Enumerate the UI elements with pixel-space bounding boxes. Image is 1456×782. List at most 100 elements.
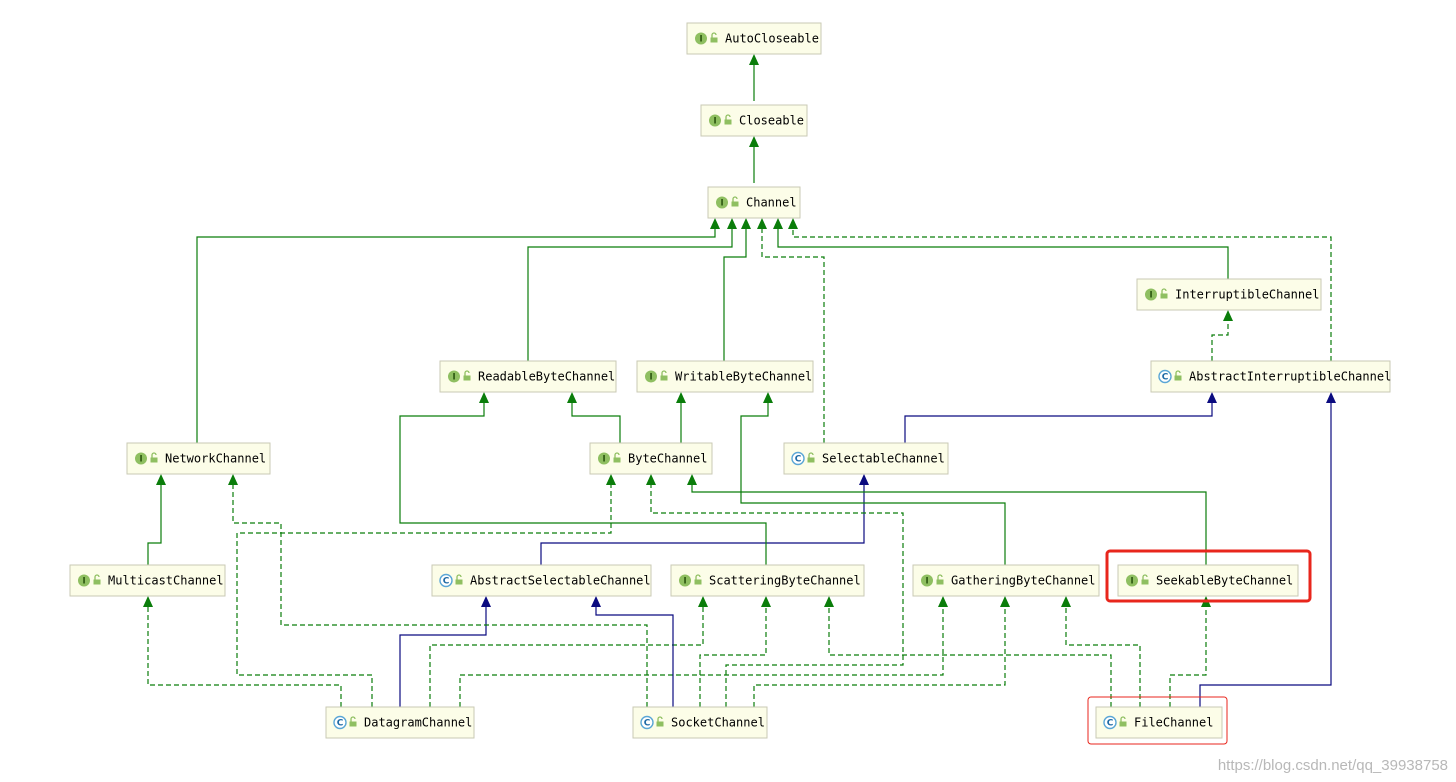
arrowhead-icon xyxy=(757,218,767,229)
highlight-box-file-channel xyxy=(1087,696,1228,745)
node-datagram-channel[interactable]: C DatagramChannel xyxy=(325,706,475,739)
class-icon: C xyxy=(640,715,654,730)
node-label: ReadableByteChannel xyxy=(478,370,615,384)
interface-icon: I xyxy=(695,32,707,45)
node-label: WritableByteChannel xyxy=(675,370,812,384)
node-readable-byte-channel[interactable]: I ReadableByteChannel xyxy=(439,360,617,393)
public-lock-icon xyxy=(660,370,668,381)
node-seekable-byte-channel[interactable]: I SeekableByteChannel xyxy=(1117,564,1299,597)
node-closeable[interactable]: I Closeable xyxy=(700,104,808,137)
inheritance-edge xyxy=(459,605,944,707)
node-label: AutoCloseable xyxy=(725,32,819,46)
arrowhead-icon xyxy=(761,596,771,607)
class-icon: C xyxy=(1103,715,1117,730)
arrowhead-icon xyxy=(938,596,948,607)
public-lock-icon xyxy=(710,32,718,43)
badge-letter: I xyxy=(1149,291,1152,301)
inheritance-edge xyxy=(399,401,767,565)
interface-icon: I xyxy=(448,370,460,383)
node-box xyxy=(670,564,865,597)
node-network-channel[interactable]: I NetworkChannel xyxy=(126,442,271,475)
interface-icon: I xyxy=(709,114,721,127)
public-lock-icon xyxy=(724,114,732,125)
badge-letter: C xyxy=(337,719,344,729)
arrowhead-icon xyxy=(788,218,798,229)
node-auto-closeable[interactable]: I AutoCloseable xyxy=(686,22,822,55)
node-label: ByteChannel xyxy=(628,452,707,466)
node-selectable-channel[interactable]: C SelectableChannel xyxy=(783,442,949,475)
node-box xyxy=(325,706,475,739)
arrowhead-icon xyxy=(591,596,601,607)
node-label: DatagramChannel xyxy=(364,716,472,730)
inheritance-edge xyxy=(753,605,1006,707)
badge-letter: C xyxy=(1162,373,1169,383)
inheritance-edge xyxy=(232,483,648,707)
badge-letter: I xyxy=(602,455,605,465)
badge-letter: I xyxy=(649,373,652,383)
public-lock-icon xyxy=(150,452,158,463)
node-label: Channel xyxy=(746,196,797,210)
inheritance-edge xyxy=(147,483,162,565)
node-label: NetworkChannel xyxy=(165,452,266,466)
arrowhead-icon xyxy=(859,474,869,485)
inheritance-edge xyxy=(147,605,342,707)
inheritance-edge xyxy=(1211,319,1229,361)
node-abstract-interruptible-channel[interactable]: C AbstractInterruptibleChannel xyxy=(1150,360,1391,393)
badge-letter: I xyxy=(683,577,686,587)
arrowhead-icon xyxy=(606,474,616,485)
arrowhead-icon xyxy=(567,392,577,403)
arrowhead-icon xyxy=(1326,392,1336,403)
inheritance-edge xyxy=(196,227,716,443)
badge-letter: I xyxy=(452,373,455,383)
public-lock-icon xyxy=(463,370,471,381)
public-lock-icon xyxy=(93,574,101,585)
node-box xyxy=(912,564,1100,597)
node-label: Closeable xyxy=(739,114,804,128)
arrowhead-icon xyxy=(1000,596,1010,607)
node-writable-byte-channel[interactable]: I WritableByteChannel xyxy=(636,360,814,393)
public-lock-icon xyxy=(455,574,463,585)
node-box xyxy=(589,442,713,475)
inheritance-edge xyxy=(792,227,1332,361)
arrowhead-icon xyxy=(479,392,489,403)
node-label: AbstractInterruptibleChannel xyxy=(1189,370,1391,384)
arrowhead-icon xyxy=(228,474,238,485)
arrowhead-icon xyxy=(749,54,759,65)
badge-letter: I xyxy=(925,577,928,587)
node-box xyxy=(1136,278,1322,311)
badge-letter: I xyxy=(713,117,716,127)
badge-letter: I xyxy=(699,35,702,45)
node-box xyxy=(431,564,652,597)
inheritance-edge xyxy=(1169,605,1207,707)
interface-icon: I xyxy=(1145,288,1157,301)
class-icon: C xyxy=(791,451,805,466)
node-byte-channel[interactable]: I ByteChannel xyxy=(589,442,713,475)
inheritance-edge xyxy=(828,605,1112,707)
inheritance-edge xyxy=(527,227,733,361)
node-box xyxy=(686,22,822,55)
node-label: MulticastChannel xyxy=(108,574,224,588)
arrowhead-icon xyxy=(646,474,656,485)
class-icon: C xyxy=(1158,369,1172,384)
interface-icon: I xyxy=(679,574,691,587)
inheritance-edge xyxy=(740,401,1006,565)
arrowhead-icon xyxy=(698,596,708,607)
node-label: SeekableByteChannel xyxy=(1156,574,1293,588)
badge-letter: I xyxy=(1130,577,1133,587)
node-box xyxy=(1095,706,1223,739)
public-lock-icon xyxy=(1160,288,1168,299)
node-label: SelectableChannel xyxy=(822,452,945,466)
arrowhead-icon xyxy=(727,218,737,229)
interface-icon: I xyxy=(135,452,147,465)
node-label: AbstractSelectableChannel xyxy=(470,574,651,588)
inheritance-edge xyxy=(399,605,487,707)
